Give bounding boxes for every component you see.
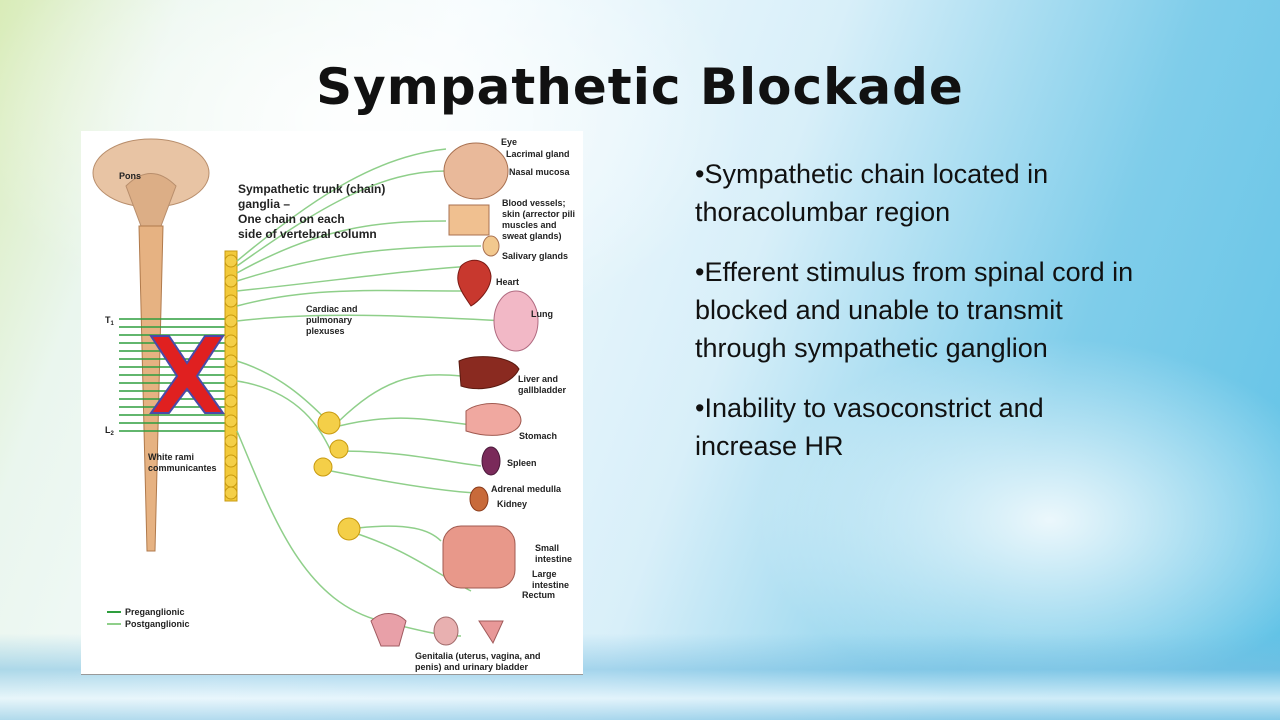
heart-label: Heart	[496, 277, 519, 287]
liver-label: Liver and gallbladder	[518, 374, 567, 395]
white-rami-label: White rami communicantes	[148, 452, 217, 473]
heart-organ	[457, 259, 492, 307]
head-organ	[443, 142, 509, 200]
genital-organ	[478, 620, 504, 645]
stomach-label: Stomach	[519, 431, 557, 441]
postganglionic-fibers	[236, 148, 507, 637]
genitalia-label: Genitalia (uterus, vagina, and penis) an…	[415, 651, 543, 672]
adrenal-label: Adrenal medulla	[491, 484, 562, 494]
salivary-organ	[482, 235, 500, 257]
stomach-organ	[465, 403, 522, 436]
figure-legend: Preganglionic Postganglionic	[107, 607, 190, 629]
legend-pre-label: Preganglionic	[125, 607, 185, 617]
lung-label: Lung	[531, 309, 553, 319]
spleen-label: Spleen	[507, 458, 537, 468]
blocked-x-mark	[149, 335, 225, 414]
pons-label: Pons	[119, 171, 141, 181]
bullet-list: Sympathetic chain located in thoracolumb…	[695, 155, 1135, 487]
nasal-label: Nasal mucosa	[509, 167, 571, 177]
t1-label: T1	[105, 315, 115, 327]
figure-drawing: Pons T1 L2	[92, 137, 578, 672]
eye-label: Eye	[501, 137, 517, 147]
bullet-item: Efferent stimulus from spinal cord in bl…	[695, 253, 1135, 367]
skin-organ	[448, 204, 490, 236]
large-intestine-label: Large intestine	[532, 569, 569, 590]
spleen-organ	[481, 446, 501, 476]
chain-ganglia	[224, 254, 238, 500]
legend-post-label: Postganglionic	[125, 619, 190, 629]
uterus-organ	[370, 613, 407, 647]
blood-vessels-label: Blood vessels; skin (arrector pili muscl…	[502, 198, 578, 241]
kidney-label: Kidney	[497, 499, 527, 509]
liver-organ	[458, 356, 520, 390]
trunk-label: Sympathetic trunk (chain) ganglia – One …	[238, 182, 389, 241]
bladder-organ	[433, 616, 459, 646]
spinal-cord-shape	[138, 225, 164, 552]
plexuses-label: Cardiac and pulmonary plexuses	[306, 304, 360, 336]
slide-title: Sympathetic Blockade	[316, 58, 964, 116]
lung-organ	[493, 290, 539, 352]
l2-label: L2	[105, 425, 115, 437]
intestine-organ	[442, 525, 516, 589]
salivary-label: Salivary glands	[502, 251, 568, 261]
kidney-organ	[469, 486, 489, 512]
bullet-item: Inability to vasoconstrict and increase …	[695, 389, 1135, 465]
brainstem-shape	[125, 173, 177, 227]
small-intestine-label: Small intestine	[535, 543, 572, 564]
rectum-label: Rectum	[522, 590, 555, 600]
sympathetic-nervous-system-figure: Pons T1 L2	[81, 131, 583, 675]
bullet-item: Sympathetic chain located in thoracolumb…	[695, 155, 1135, 231]
collateral-ganglia	[313, 411, 361, 541]
lacrimal-label: Lacrimal gland	[506, 149, 570, 159]
